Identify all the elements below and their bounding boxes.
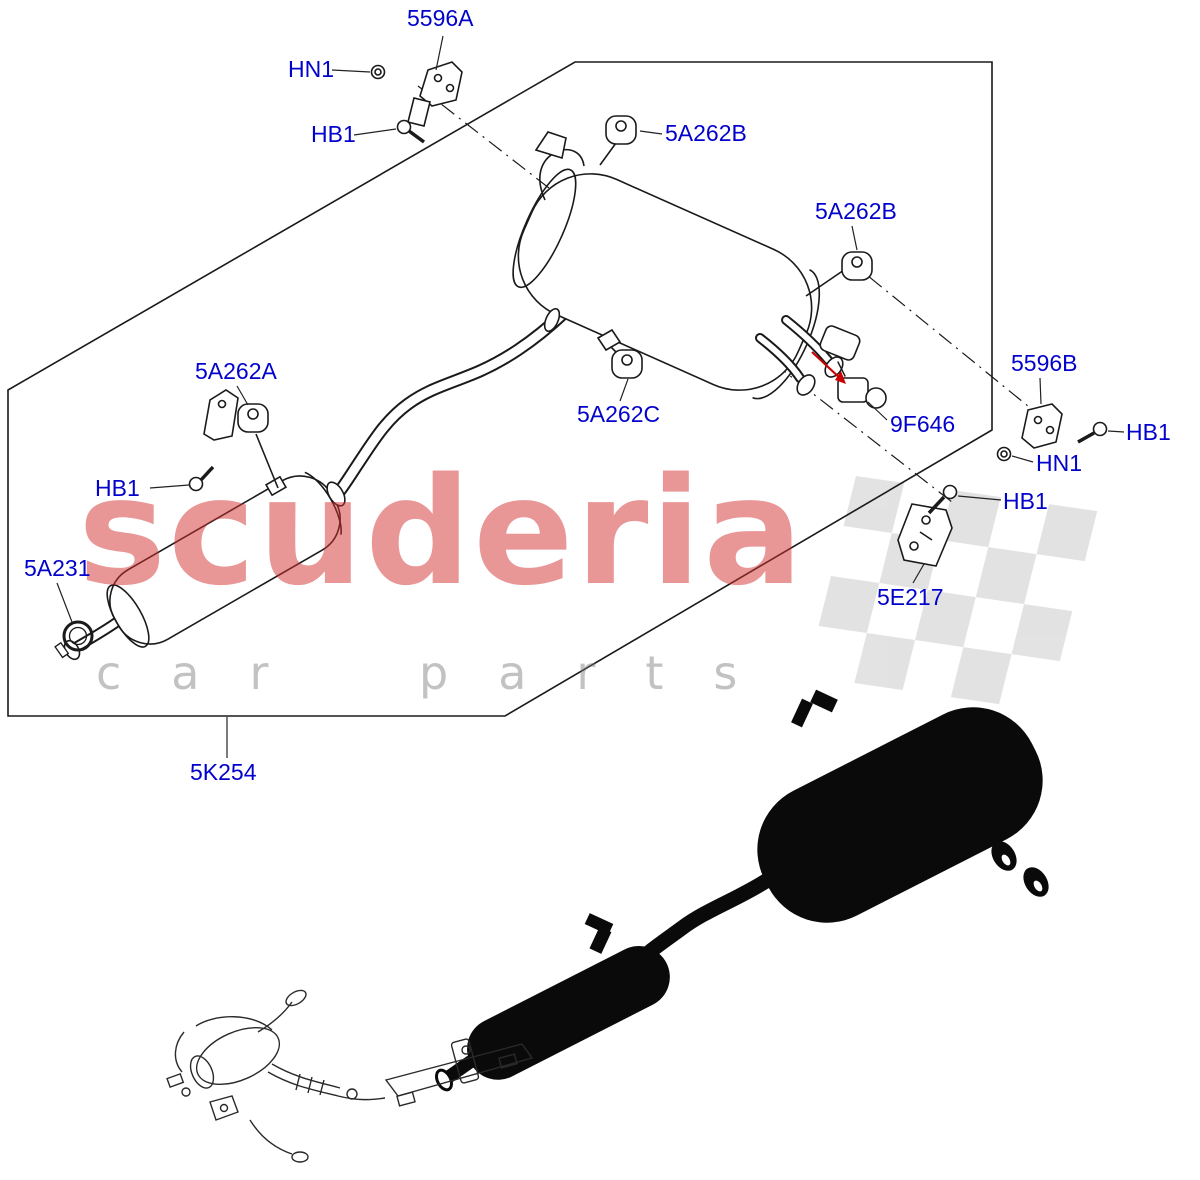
part-label-5A262C[interactable]: 5A262C — [577, 401, 661, 427]
part-label-5E217[interactable]: 5E217 — [877, 584, 944, 610]
bracket-5596A — [407, 61, 463, 127]
part-label-HB1-lower-right[interactable]: HB1 — [1003, 488, 1048, 514]
bracket-5E217 — [897, 503, 953, 567]
part-label-5A231[interactable]: 5A231 — [24, 555, 91, 581]
hangers-and-brackets — [188, 61, 1108, 567]
front-pipe-tip-and-clamp — [54, 620, 94, 661]
bolt-HB1-top — [396, 119, 426, 144]
leader-lines — [56, 35, 1125, 758]
bolt-HB1-left — [188, 465, 215, 492]
part-label-HB1-top[interactable]: HB1 — [311, 121, 356, 147]
part-label-HN1-right[interactable]: HN1 — [1036, 450, 1083, 476]
bolt-HB1-lower-right — [927, 484, 958, 515]
product-photo-silhouette — [434, 689, 1049, 1092]
hanger-5A262A — [203, 389, 269, 441]
front-pipe-drawing — [166, 989, 534, 1163]
hanger-5A262C — [611, 349, 643, 379]
part-label-5A262B-right[interactable]: 5A262B — [815, 198, 897, 224]
part-label-5K254[interactable]: 5K254 — [190, 759, 257, 785]
part-label-HN1-top[interactable]: HN1 — [288, 56, 335, 82]
exploded-box-outline — [7, 61, 993, 717]
rear-muffler-drawing — [512, 131, 821, 400]
part-label-5A262A[interactable]: 5A262A — [195, 358, 277, 384]
nut-HN1-right — [996, 446, 1012, 462]
part-label-5596B[interactable]: 5596B — [1011, 350, 1078, 376]
bracket-5596B — [1021, 403, 1063, 449]
bolt-HB1-right-top — [1077, 421, 1108, 444]
tailpipe-and-valve-drawing — [755, 315, 887, 409]
part-label-9F646[interactable]: 9F646 — [890, 411, 956, 437]
nut-HN1-top — [370, 64, 386, 80]
middle-muffler-drawing — [106, 433, 346, 648]
part-label-5A262B-upper[interactable]: 5A262B — [665, 120, 747, 146]
mid-pipe-drawing — [329, 305, 572, 503]
hanger-5A262B-upper — [605, 115, 637, 145]
part-label-5596A[interactable]: 5596A — [407, 5, 474, 31]
part-label-HB1-left[interactable]: HB1 — [95, 475, 140, 501]
part-label-HB1-right-top[interactable]: HB1 — [1126, 419, 1171, 445]
hanger-5A262B-right — [841, 251, 873, 281]
red-pointer-arrow — [811, 351, 846, 384]
checkered-flag-watermark — [818, 476, 1098, 705]
